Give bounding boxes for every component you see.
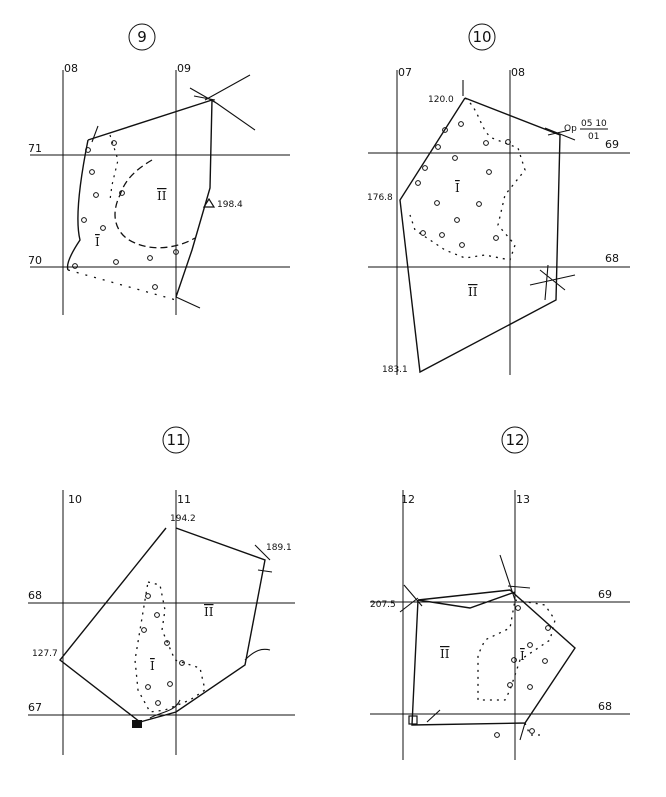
survey-boundary xyxy=(411,589,576,726)
zone-i-boundary xyxy=(109,134,119,201)
panel-number: 11 xyxy=(166,431,185,449)
zone-label: I xyxy=(95,235,100,249)
zone-label: II xyxy=(157,189,167,203)
sample-points xyxy=(494,605,551,738)
zone-i-boundary xyxy=(409,97,526,261)
benchmark-square-icon xyxy=(408,715,418,725)
elevation-label: 207.5 xyxy=(370,600,396,610)
grid-label-x: 10 xyxy=(68,493,82,506)
panel-number-circle xyxy=(162,426,190,454)
elevation-label: 198.4 xyxy=(217,200,243,210)
sample-points xyxy=(141,593,185,706)
zone-ii-boundary xyxy=(114,159,196,249)
grid-label-y: 70 xyxy=(28,254,42,267)
panel-10: 10 07 08 69 68 120.0 176.8 183.1 Ор 05 1… xyxy=(367,23,630,375)
survey-boundary xyxy=(66,99,213,298)
panel-number: 10 xyxy=(472,28,491,46)
road-marker-icon xyxy=(132,720,142,728)
panel-number-circle xyxy=(501,426,529,454)
grid-label-x: 11 xyxy=(177,493,191,506)
sample-points xyxy=(72,140,179,290)
elevation-label: 194.2 xyxy=(170,514,196,524)
sample-points xyxy=(415,121,511,248)
survey-boundary xyxy=(399,97,561,374)
panel-9: 9 08 09 71 70 198.4 II I xyxy=(28,23,290,315)
grid-label-x: 13 xyxy=(516,493,530,506)
elevation-label: 120.0 xyxy=(428,95,454,105)
zone-label: II xyxy=(468,285,478,299)
elevation-label: 189.1 xyxy=(266,543,292,553)
zone-label: II xyxy=(204,605,214,619)
road-line xyxy=(91,74,256,309)
grid-label-x: 12 xyxy=(401,493,415,506)
grid-label-x: 07 xyxy=(398,66,412,79)
panel-number: 12 xyxy=(505,431,524,449)
grid-label-y: 68 xyxy=(28,589,42,602)
survey-boundary-dotted xyxy=(67,269,177,301)
grid-label-y: 71 xyxy=(28,142,42,155)
grid-label-y: 68 xyxy=(598,700,612,713)
marker-top: 05 10 xyxy=(581,119,607,129)
panel-number: 9 xyxy=(137,28,147,46)
grid-label-x: 08 xyxy=(64,62,78,75)
elevation-label: 127.7 xyxy=(32,649,58,659)
marker-bottom: 01 xyxy=(588,132,599,142)
elevation-label: 176.8 xyxy=(367,193,393,203)
zone-label: I xyxy=(455,181,460,195)
zone-i-boundary xyxy=(477,599,556,736)
grid-label-y: 69 xyxy=(605,138,619,151)
grid-label-y: 69 xyxy=(598,588,612,601)
zone-label: I xyxy=(150,659,155,673)
grid-label-x: 08 xyxy=(511,66,525,79)
grid-label-y: 67 xyxy=(28,701,42,714)
grid-label-x: 09 xyxy=(177,62,191,75)
triangulation-point-icon xyxy=(202,197,216,208)
zone-i-boundary xyxy=(134,581,206,713)
panel-number-circle xyxy=(128,23,156,51)
zone-label: II xyxy=(440,647,450,661)
zone-label: I xyxy=(520,649,525,663)
grid-label-y: 68 xyxy=(605,252,619,265)
marker-prefix: Ор xyxy=(564,124,577,134)
map-marker-label: Ор 05 10 01 xyxy=(564,119,608,142)
road-line xyxy=(399,554,531,741)
survey-boundary xyxy=(59,527,266,723)
road-line xyxy=(133,544,273,726)
panel-number-circle xyxy=(468,23,496,51)
elevation-label: 183.1 xyxy=(382,365,408,375)
survey-boundary-extra xyxy=(417,591,516,609)
panel-11: 11 10 11 68 67 194.2 189.1 127.7 II I xyxy=(28,426,295,755)
road-line xyxy=(462,80,576,301)
panel-12: 12 12 13 69 68 207.5 II I xyxy=(370,426,630,760)
